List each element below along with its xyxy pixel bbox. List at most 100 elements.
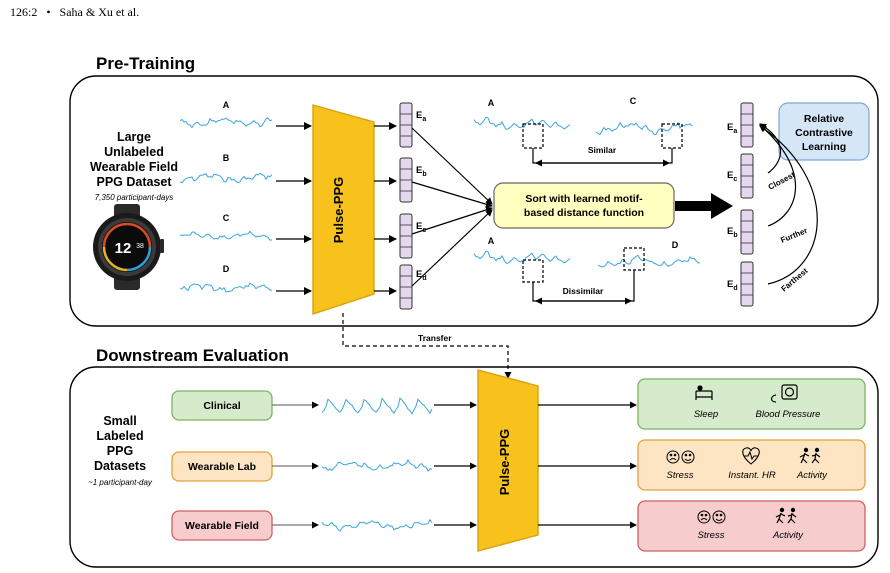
similar-label: Similar (588, 145, 617, 155)
input-label-c: C (223, 213, 230, 223)
activity-icon-field (775, 507, 797, 524)
motif-box-a-bottom (522, 259, 544, 283)
rcl-line-1: Relative (804, 113, 844, 125)
pt-dataset-subtitle: 7,350 participant-days (95, 193, 174, 202)
header-bullet: • (46, 5, 51, 19)
wearable-field-label: Wearable Field (185, 520, 259, 532)
dissimilar-label: Dissimilar (563, 286, 604, 296)
ds-dataset-subtitle: ~1 participant-day (88, 478, 153, 487)
pulse-ppg-encoder-downstream (477, 369, 539, 552)
sleep-icon (695, 385, 713, 400)
ranked-label-d: Ed (727, 279, 738, 292)
ranked-bar-c (740, 153, 754, 199)
pretraining-panel (69, 75, 879, 327)
rank-arrow-further (759, 124, 797, 227)
clinical-signal (321, 397, 433, 415)
wearable-field-tasks-box (637, 500, 866, 552)
downstream-panel (69, 366, 879, 568)
input-label-d: D (223, 264, 230, 274)
clinical-tasks-box (637, 378, 866, 430)
ranked-bar-a (740, 102, 754, 148)
sort-output-arrow (675, 193, 733, 219)
rcl-line-2: Contrastive (795, 127, 853, 139)
header-authors: Saha & Xu et al. (59, 5, 140, 19)
ds-encoder-label: Pulse-PPG (497, 429, 512, 495)
embedding-bar-b (399, 157, 413, 203)
transfer-connector (342, 313, 512, 379)
page-header: 126:2 • Saha & Xu et al. (10, 5, 145, 20)
pretraining-title: Pre-Training (96, 54, 195, 73)
motif-label-a-top: A (488, 98, 495, 108)
pt-encoder-label: Pulse-PPG (331, 177, 346, 243)
rank-label-farthest: Farthest (780, 266, 810, 293)
watch-time: 12 (115, 240, 132, 257)
arrow-ec-sort (411, 206, 493, 235)
embedding-label-b: Eb (416, 165, 427, 178)
task-activity-field: Activity (772, 530, 804, 541)
wearable-lab-signal (321, 458, 433, 472)
sort-distance-box (493, 182, 675, 229)
pt-dataset-line-3: Wearable Field (90, 160, 178, 174)
activity-icon (799, 447, 821, 464)
ds-dataset-line-2: Labeled (96, 429, 143, 443)
rank-label-closest: Closest (767, 170, 797, 192)
motif-box-a-top (522, 123, 544, 149)
clinical-label: Clinical (203, 400, 240, 412)
relative-contrastive-learning-box (778, 102, 870, 161)
motif-signal-a-bottom (473, 250, 571, 264)
embedding-bar-a (399, 102, 413, 148)
task-activity-lab: Activity (796, 470, 828, 481)
sort-box-line-1: Sort with learned motif- (525, 193, 643, 205)
task-stress-field: Stress (698, 530, 725, 541)
watch-time-small: 38 (136, 243, 144, 250)
motif-signal-c (595, 121, 693, 136)
motif-label-c-top: C (630, 96, 637, 106)
heart-rate-icon (742, 447, 760, 465)
ranked-label-a: Ea (727, 122, 737, 135)
wearable-lab-label: Wearable Lab (188, 461, 256, 473)
transfer-label: Transfer (418, 333, 452, 343)
arrow-eb-sort (411, 181, 493, 208)
embedding-label-a: Ea (416, 110, 426, 123)
rcl-line-3: Learning (802, 141, 846, 153)
downstream-dataset-label: Small Labeled PPG Datasets (94, 414, 146, 473)
input-signal-b (179, 172, 273, 184)
wearable-lab-tasks-box (637, 439, 866, 491)
motif-box-c (661, 123, 683, 149)
stress-icon (666, 450, 695, 464)
input-label-a: A (223, 100, 230, 110)
wearable-field-signal (321, 518, 433, 532)
arrow-ea-sort (411, 127, 493, 205)
task-sleep: Sleep (694, 409, 718, 420)
input-signal-d (179, 282, 273, 293)
ranked-bar-b (740, 209, 754, 255)
rank-arrow-farthest (759, 125, 818, 285)
motif-label-a-bottom: A (488, 236, 495, 246)
ranked-bar-d (740, 261, 754, 307)
page-number: 126:2 (10, 5, 38, 19)
embedding-bar-c (399, 213, 413, 259)
stress-icon-field (697, 510, 726, 524)
embedding-label-d: Ed (416, 269, 427, 282)
blood-pressure-icon (770, 384, 798, 403)
task-stress-lab: Stress (667, 470, 694, 481)
task-blood-pressure: Blood Pressure (756, 409, 821, 420)
pt-dataset-line-1: Large (117, 130, 151, 144)
motif-signal-d (597, 254, 701, 268)
pretraining-dataset-label: Large Unlabeled Wearable Field PPG Datas… (90, 130, 178, 189)
sort-box-line-2: based distance function (524, 207, 644, 219)
downstream-title: Downstream Evaluation (96, 346, 289, 365)
task-instant-hr: Instant. HR (728, 470, 776, 481)
motif-label-d-bottom: D (672, 240, 679, 250)
ranked-label-b: Eb (727, 226, 738, 239)
input-signal-a (179, 117, 273, 129)
rank-arrow-closest (759, 123, 781, 174)
input-signal-c (179, 230, 273, 241)
arrow-ed-sort (411, 209, 493, 287)
smartwatch-icon: 12 38 (93, 204, 164, 290)
rank-label-further: Further (779, 226, 808, 245)
embedding-bar-d (399, 264, 413, 310)
pulse-ppg-encoder-pretrain (312, 104, 375, 315)
ds-dataset-line-3: PPG (107, 444, 133, 458)
